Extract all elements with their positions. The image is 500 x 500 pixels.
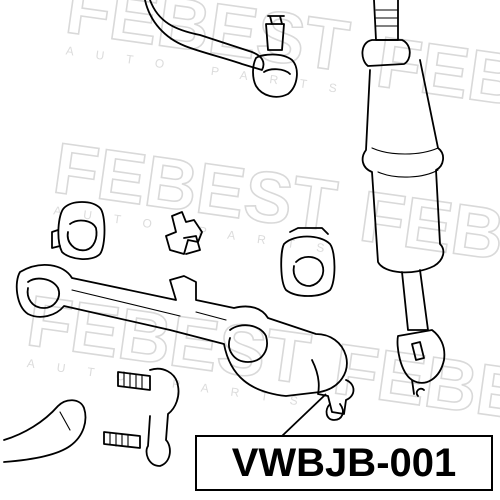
lower-control-arm <box>15 264 355 421</box>
shock-absorber <box>361 0 446 397</box>
partial-part-bottom-left <box>3 399 87 463</box>
callout-leader-line <box>281 393 327 437</box>
bushing-left <box>51 201 106 260</box>
clamp-bracket <box>165 211 203 255</box>
stabilizer-link <box>103 367 180 467</box>
upper-arm <box>144 0 298 98</box>
bushing-right <box>280 227 336 297</box>
part-number-label: VWBJB-001 <box>195 435 493 491</box>
watermark-brand: FEBEST <box>329 329 500 448</box>
